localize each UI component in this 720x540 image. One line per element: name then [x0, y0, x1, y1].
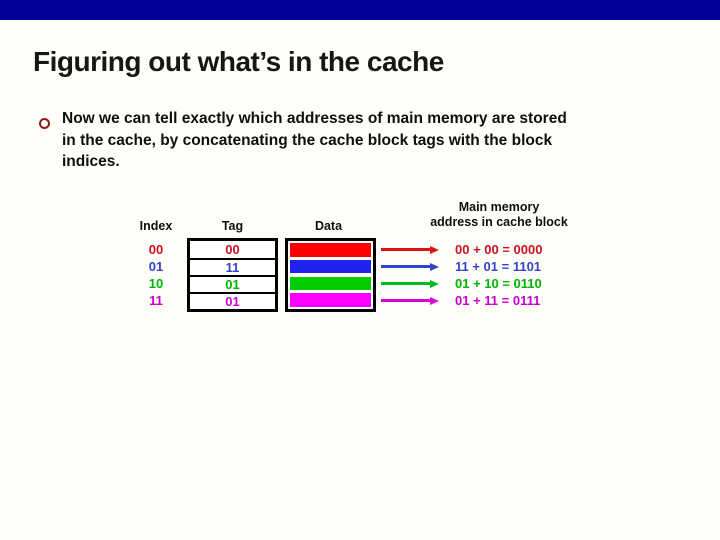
- tag-table: 00 11 01 01: [187, 238, 278, 312]
- arrow-shaft: [381, 282, 430, 285]
- data-bar: [290, 243, 371, 257]
- bullet-text-line: Now we can tell exactly which addresses …: [62, 110, 567, 127]
- arrow-right-icon: [381, 279, 439, 288]
- column-header-line: Main memory: [458, 200, 540, 214]
- address-value: 01 + 11 = 0111: [455, 293, 541, 308]
- column-header-index: Index: [139, 219, 173, 233]
- arrow-right-icon: [381, 245, 439, 254]
- column-header-line: address in cache block: [430, 215, 568, 229]
- arrow-head: [430, 296, 439, 305]
- data-bar: [290, 276, 371, 291]
- tag-cell: 00: [225, 242, 240, 257]
- index-value: 00: [148, 242, 164, 257]
- tag-cell: 11: [190, 258, 275, 275]
- column-header-tag: Tag: [221, 219, 244, 233]
- address-value: 01 + 10 = 0110: [455, 276, 542, 291]
- arrow-shaft: [381, 248, 430, 251]
- address-value: 00 + 00 = 0000: [455, 242, 543, 257]
- arrow-head: [430, 279, 439, 288]
- slide-title: Figuring out what’s in the cache: [33, 46, 444, 77]
- bullet-text: Now we can tell exactly which addresses …: [62, 108, 662, 173]
- index-value: 01: [148, 259, 164, 274]
- tag-cell: 01: [190, 292, 275, 309]
- arrow-shaft: [381, 299, 430, 302]
- tag-cell: 01: [190, 275, 275, 292]
- index-value: 11: [149, 293, 163, 308]
- arrow-right-icon: [381, 296, 439, 305]
- arrow-head: [430, 262, 439, 271]
- column-header-data: Data: [314, 219, 343, 233]
- data-bar: [290, 259, 371, 274]
- data-table: [285, 238, 376, 312]
- arrow-shaft: [381, 265, 430, 268]
- slide-accent-bar: [0, 0, 720, 20]
- index-value: 10: [148, 276, 164, 291]
- index-column: 00 01 10 11: [133, 241, 179, 309]
- column-header-main-memory-address: Main memory address in cache block: [420, 200, 578, 230]
- bullet-icon: [39, 118, 50, 129]
- address-value: 11 + 01 = 1101: [455, 259, 542, 274]
- arrow-right-icon: [381, 262, 439, 271]
- arrow-head: [430, 245, 439, 254]
- bullet-text-line: in the cache, by concatenating the cache…: [62, 131, 553, 149]
- data-bar: [290, 293, 371, 307]
- bullet-text-line: indices.: [62, 153, 120, 170]
